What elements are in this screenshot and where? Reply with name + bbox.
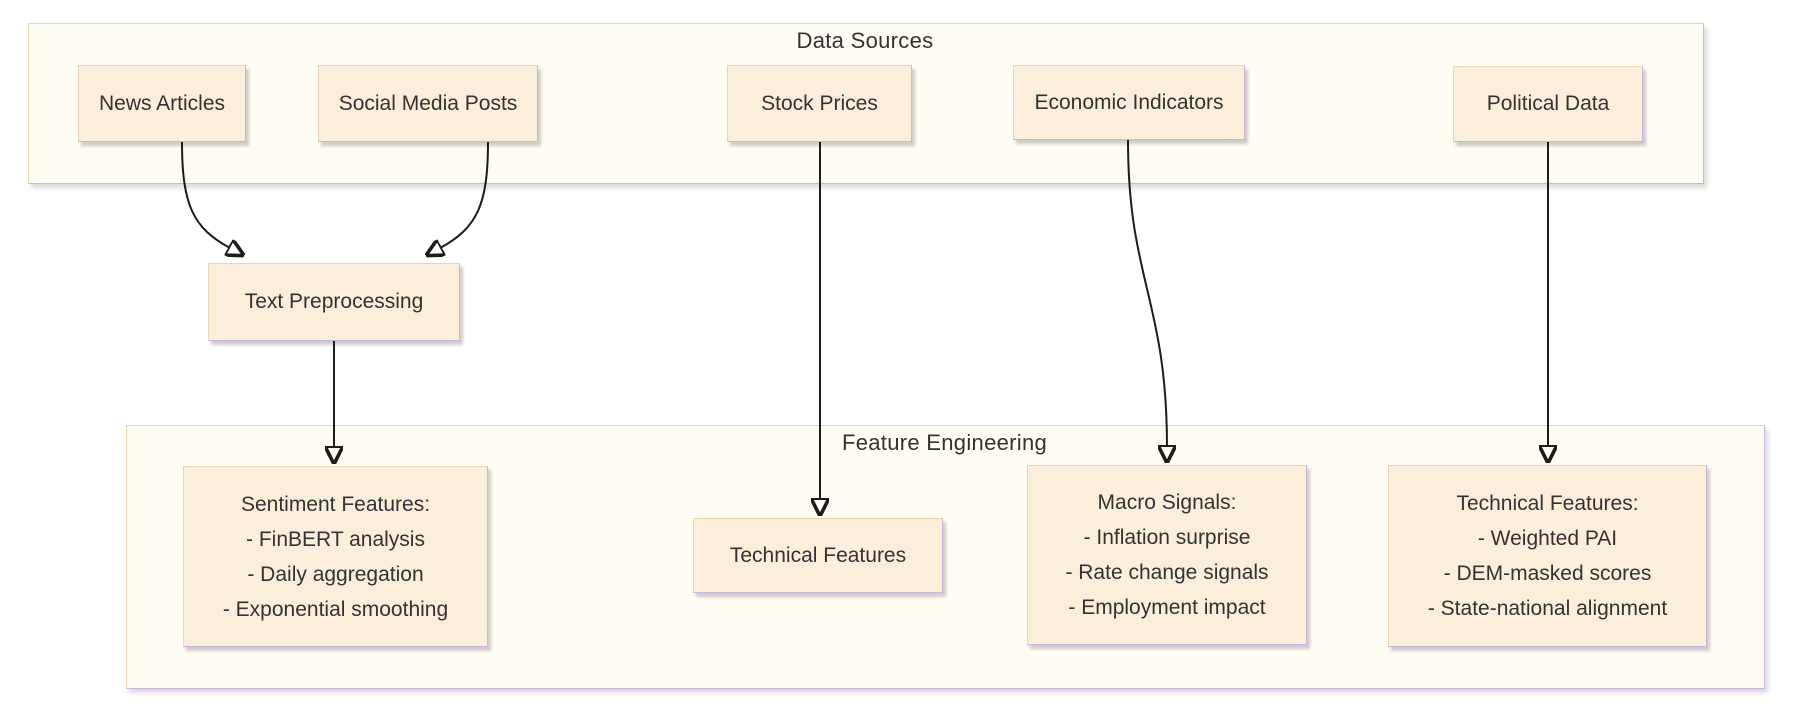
node-economic-indicators-label: Economic Indicators <box>1034 90 1224 114</box>
node-stock-prices-label: Stock Prices <box>761 91 878 115</box>
node-macro-signals-line: - Rate change signals <box>1065 561 1269 584</box>
node-stock-prices: Stock Prices <box>727 65 912 142</box>
node-social-media-posts: Social Media Posts <box>318 65 538 142</box>
node-news-articles: News Articles <box>78 65 246 142</box>
node-technical-features: Technical Features <box>693 518 943 593</box>
node-text-preprocessing-label: Text Preprocessing <box>244 290 424 313</box>
node-technical-features-political-line: - DEM-masked scores <box>1443 562 1652 585</box>
node-technical-features-label: Technical Features <box>729 543 907 567</box>
node-macro-signals-line: - Employment impact <box>1068 596 1266 619</box>
node-technical-features-political-line: - Weighted PAI <box>1477 527 1618 550</box>
node-political-data-label: Political Data <box>1486 92 1610 115</box>
node-sentiment-features: Sentiment Features: - FinBERT analysis -… <box>183 466 488 647</box>
data-sources-title: Data Sources <box>796 28 934 53</box>
node-economic-indicators: Economic Indicators <box>1013 65 1245 140</box>
node-sentiment-features-line: - Daily aggregation <box>247 562 424 586</box>
node-technical-features-political: Technical Features: - Weighted PAI - DEM… <box>1388 465 1707 647</box>
feature-engineering-title: Feature Engineering <box>841 430 1048 455</box>
node-sentiment-features-line: Sentiment Features: <box>240 492 431 516</box>
node-social-media-posts-label: Social Media Posts <box>338 91 518 115</box>
node-technical-features-political-line: - State-national alignment <box>1427 597 1668 620</box>
node-macro-signals-line: - Inflation surprise <box>1083 526 1251 549</box>
node-political-data: Political Data <box>1453 66 1643 142</box>
node-macro-signals: Macro Signals: - Inflation surprise - Ra… <box>1027 465 1307 645</box>
node-sentiment-features-line: - FinBERT analysis <box>246 527 425 551</box>
node-sentiment-features-line: - Exponential smoothing <box>222 597 449 621</box>
node-news-articles-label: News Articles <box>98 91 226 115</box>
node-technical-features-political-line: Technical Features: <box>1456 492 1639 515</box>
node-text-preprocessing: Text Preprocessing <box>208 263 460 341</box>
node-macro-signals-line: Macro Signals: <box>1097 491 1237 514</box>
edge-economic-to-macro <box>1127 139 1167 447</box>
